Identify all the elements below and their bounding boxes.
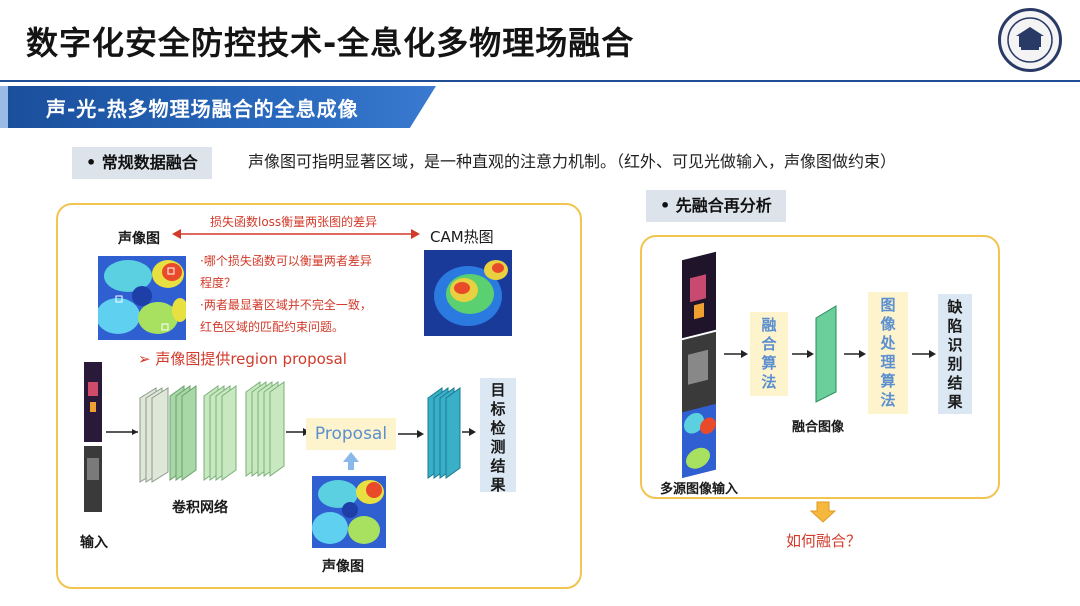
- infrared-source-image: [682, 252, 716, 338]
- cam-heatmap-label: CAM热图: [430, 226, 494, 247]
- fusion-algo-char: 算: [750, 354, 788, 373]
- arrow-right-icon: [722, 346, 750, 362]
- region-proposal-hint: ➢ 声像图提供region proposal: [138, 348, 347, 369]
- fused-image-layer: [814, 304, 838, 404]
- arrow-up-icon: [341, 450, 361, 472]
- process-char: 像: [868, 315, 908, 334]
- process-char: 法: [868, 391, 908, 410]
- conventional-fusion-tag: • 常规数据融合: [72, 147, 212, 179]
- fusion-algorithm-box: 融 合 算 法: [750, 312, 788, 396]
- visible-source-image: [682, 332, 716, 414]
- page-title: 数字化安全防控技术-全息化多物理场融合: [26, 18, 634, 64]
- fusion-algo-char: 合: [750, 335, 788, 354]
- cam-heatmap-image: [424, 250, 512, 336]
- fusion-algo-char: 融: [750, 316, 788, 335]
- result-char: 目: [480, 381, 516, 400]
- section-title: 声-光-热多物理场融合的全息成像: [46, 93, 359, 122]
- defect-result-box: 缺 陷 识 别 结 果: [938, 294, 972, 414]
- intro-description: 声像图可指明显著区域，是一种直观的注意力机制。（红外、可见光做输入，声像图做约束…: [248, 148, 896, 172]
- arrow-right-icon: [396, 426, 426, 442]
- cnn-label: 卷积网络: [172, 497, 228, 517]
- how-to-fuse-question: 如何融合？: [786, 530, 861, 551]
- process-char: 图: [868, 296, 908, 315]
- defect-char: 结: [938, 374, 972, 393]
- university-logo: [998, 8, 1062, 72]
- defect-char: 果: [938, 393, 972, 412]
- defect-char: 识: [938, 336, 972, 355]
- sound-image-bottom-heatmap: [312, 476, 386, 548]
- visible-input-image: [84, 446, 102, 512]
- sound-image-label: 声像图: [118, 228, 160, 248]
- header-rule: [0, 80, 1080, 82]
- input-label: 输入: [80, 532, 108, 552]
- result-char: 测: [480, 438, 516, 457]
- process-char: 理: [868, 353, 908, 372]
- note-line: 程度？: [200, 272, 372, 294]
- arrow-right-icon: [842, 346, 868, 362]
- sound-image-heatmap: [98, 256, 186, 340]
- note-line: ·两者最显著区域并不完全一致，: [200, 294, 372, 316]
- note-line: 红色区域的匹配约束问题。: [200, 316, 372, 338]
- infrared-input-image: [84, 362, 102, 442]
- fusion-algo-char: 法: [750, 373, 788, 392]
- double-arrow-icon: [172, 228, 420, 240]
- proposal-box: Proposal: [306, 418, 396, 450]
- result-char: 标: [480, 400, 516, 419]
- result-char: 结: [480, 457, 516, 476]
- process-char: 算: [868, 372, 908, 391]
- arrow-down-icon: [810, 501, 836, 523]
- note-line: ·哪个损失函数可以衡量两者差异: [200, 250, 372, 272]
- fused-image-label: 融合图像: [792, 416, 844, 435]
- cnn-diagram: [104, 380, 314, 490]
- acoustic-source-image: [682, 404, 716, 478]
- process-char: 处: [868, 334, 908, 353]
- loss-question-note: ·哪个损失函数可以衡量两者差异 程度？ ·两者最显著区域并不完全一致， 红色区域…: [200, 250, 372, 338]
- detector-layers: [426, 384, 476, 484]
- fuse-then-analyze-tag: • 先融合再分析: [646, 190, 786, 222]
- multi-source-label: 多源图像输入: [660, 478, 738, 497]
- defect-char: 别: [938, 355, 972, 374]
- result-char: 检: [480, 419, 516, 438]
- image-processing-box: 图 像 处 理 算 法: [868, 292, 908, 414]
- arrow-right-icon: [910, 346, 938, 362]
- defect-char: 缺: [938, 298, 972, 317]
- sound-image-bottom-label: 声像图: [322, 556, 364, 576]
- defect-char: 陷: [938, 317, 972, 336]
- detection-result-box: 目 标 检 测 结 果: [480, 378, 516, 492]
- result-char: 果: [480, 476, 516, 495]
- arrow-right-icon: [790, 346, 816, 362]
